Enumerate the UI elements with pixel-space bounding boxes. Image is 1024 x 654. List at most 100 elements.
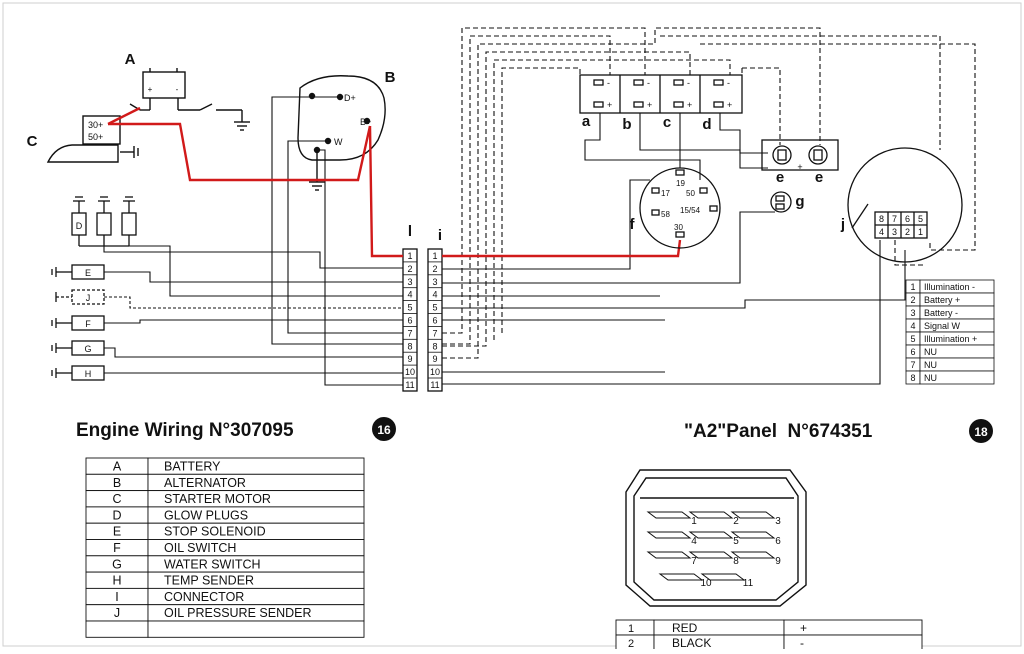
starter-terminal-50: 50+ (88, 132, 103, 142)
label-d: D (76, 221, 83, 231)
label-a: A (125, 51, 136, 68)
engine-wiring-title: Engine Wiring N°307095 (76, 420, 294, 441)
engine-wires (103, 96, 404, 386)
legend-key: D (112, 508, 121, 522)
connector-i-pin: 4 (432, 290, 437, 300)
svg-text:-: - (647, 78, 650, 88)
label-e: E (85, 268, 91, 278)
legend-value: ALTERNATOR (164, 476, 246, 490)
gauge-pin-top: 6 (905, 214, 910, 224)
switch-t1554: 15/54 (680, 206, 701, 215)
connector-i-pin: 9 (432, 354, 437, 364)
legend-value: BATTERY (164, 460, 221, 474)
connector-i-pin: 5 (432, 303, 437, 313)
sender-boxes (51, 264, 105, 381)
battery-minus-mark: - (176, 85, 179, 94)
color-table-sign-cell (783, 634, 923, 651)
gauge-legend-number: 5 (910, 334, 915, 344)
legend-value: TEMP SENDER (164, 574, 254, 588)
color-table-number: 2 (628, 638, 634, 649)
legend-key: I (115, 590, 118, 604)
color-table-num-cell (615, 619, 655, 636)
alternator-bplus: B+ (360, 117, 371, 127)
legend-key: A (113, 460, 122, 474)
color-table-color: RED (672, 621, 698, 635)
gauge-legend-number: 8 (910, 373, 915, 383)
red-wires (107, 106, 682, 258)
key-switch (639, 167, 721, 249)
svg-text:+: + (687, 100, 692, 110)
svg-text:+: + (607, 100, 612, 110)
connector-i-pin: 3 (432, 277, 437, 287)
gauge-pin-bottom: 2 (905, 227, 910, 237)
indicator-lamps (579, 74, 743, 114)
gauge-legend-number: 3 (910, 308, 915, 318)
legend-value: OIL SWITCH (164, 541, 236, 555)
gauge-legend-text: Signal W (924, 321, 961, 331)
plug-slot (700, 573, 746, 581)
plug-slot (646, 551, 692, 559)
svg-text:+: + (727, 100, 732, 110)
gauge-legend-text: NU (924, 360, 937, 370)
panel-badge: 18 (969, 419, 993, 443)
switch-t50: 50 (686, 189, 695, 198)
gauge-pin-bottom: 4 (879, 227, 884, 237)
connector-l-pin: 4 (407, 290, 412, 300)
switch-t58: 58 (661, 210, 670, 219)
starter-motor (46, 115, 139, 163)
gauge-pin-bottom: 1 (918, 227, 923, 237)
engine-badge: 16 (372, 417, 396, 441)
connector-i-pin: 6 (432, 316, 437, 326)
alternator-dplus: D+ (344, 93, 356, 103)
engine-badge-number: 16 (377, 423, 391, 437)
legend-value: STOP SOLENOID (164, 525, 266, 539)
gauge-legend-text: Battery - (924, 308, 958, 318)
legend-key: G (112, 557, 122, 571)
gauge-pin-top: 8 (879, 214, 884, 224)
legend-key: F (113, 541, 121, 555)
label-f-switch: f (630, 216, 636, 233)
plug-slot-number: 3 (775, 516, 781, 527)
legend-value-cell (147, 620, 365, 638)
glow-plugs (71, 196, 137, 247)
label-g-buzzer: g (795, 193, 804, 210)
plug-slot (688, 531, 734, 539)
svg-text:-: - (607, 78, 610, 88)
connector-l-pin: 11 (405, 380, 414, 390)
panel-badge-number: 18 (974, 425, 988, 439)
label-c: C (27, 133, 38, 150)
label-j-gauge: j (840, 216, 845, 233)
connector-i-pin: 11 (430, 380, 439, 390)
svg-text:-: - (687, 78, 690, 88)
legend-key: J (114, 606, 120, 620)
gauge-legend-text: Illumination - (924, 282, 975, 292)
switch-t30: 30 (674, 223, 683, 232)
buzzer (770, 191, 792, 213)
legend-key: H (112, 574, 121, 588)
gauge (847, 147, 963, 263)
connector-i-pin: 8 (432, 341, 437, 351)
switch-t17: 17 (661, 189, 670, 198)
gauge-pin-bottom: 3 (892, 227, 897, 237)
connector-l-pin: 9 (407, 354, 412, 364)
plug-slot-number: 4 (691, 536, 697, 547)
gauge-legend-number: 2 (910, 295, 915, 305)
label-connector-l: l (408, 223, 412, 240)
panel-wires (442, 113, 906, 385)
e-lamps-plus: + (797, 162, 802, 172)
plug-slot (730, 531, 776, 539)
connector-l-pin: 7 (407, 328, 412, 338)
connector-l-pin: 2 (407, 264, 412, 274)
legend-key: C (112, 492, 121, 506)
svg-text:+: + (647, 100, 652, 110)
color-table-number: 1 (628, 623, 634, 635)
gauge-legend-number: 1 (910, 282, 915, 292)
label-lamp-b: b (622, 116, 631, 133)
plug-slot-number: 7 (691, 556, 697, 567)
connector-l-pin: 5 (407, 303, 412, 313)
